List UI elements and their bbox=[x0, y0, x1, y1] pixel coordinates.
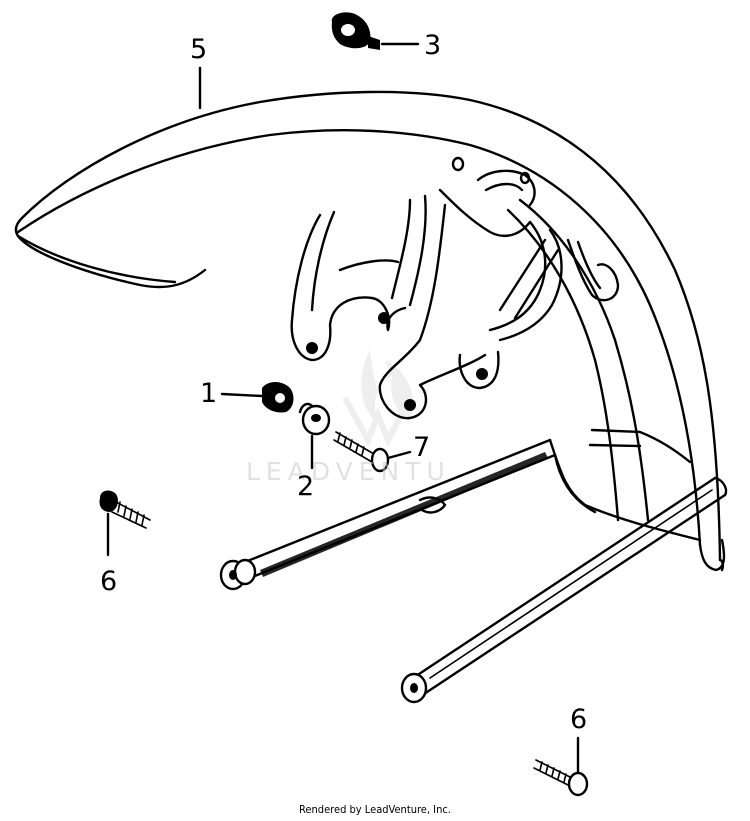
watermark-text: LEADVENTU bbox=[246, 457, 451, 486]
washer-part-2 bbox=[298, 402, 331, 470]
callout-1: 1 bbox=[200, 378, 218, 409]
nut-part-1 bbox=[220, 382, 294, 413]
callout-2: 2 bbox=[297, 471, 315, 502]
callout-5: 5 bbox=[190, 34, 208, 65]
bolt-part-6-left bbox=[99, 490, 151, 557]
front-fender-part-5 bbox=[14, 90, 726, 572]
callout-3: 3 bbox=[424, 30, 442, 61]
bolt-part-7 bbox=[333, 431, 412, 473]
nut-part-3 bbox=[331, 12, 420, 50]
callout-7: 7 bbox=[413, 432, 431, 463]
fender-stay bbox=[219, 428, 728, 704]
bolt-part-6-right bbox=[533, 736, 589, 797]
fender-bracket bbox=[290, 169, 620, 420]
watermark-logo bbox=[342, 350, 414, 448]
callout-6-left: 6 bbox=[100, 566, 118, 597]
footer-credit: Rendered by LeadVenture, Inc. bbox=[299, 803, 451, 816]
callout-6-right: 6 bbox=[570, 704, 588, 735]
